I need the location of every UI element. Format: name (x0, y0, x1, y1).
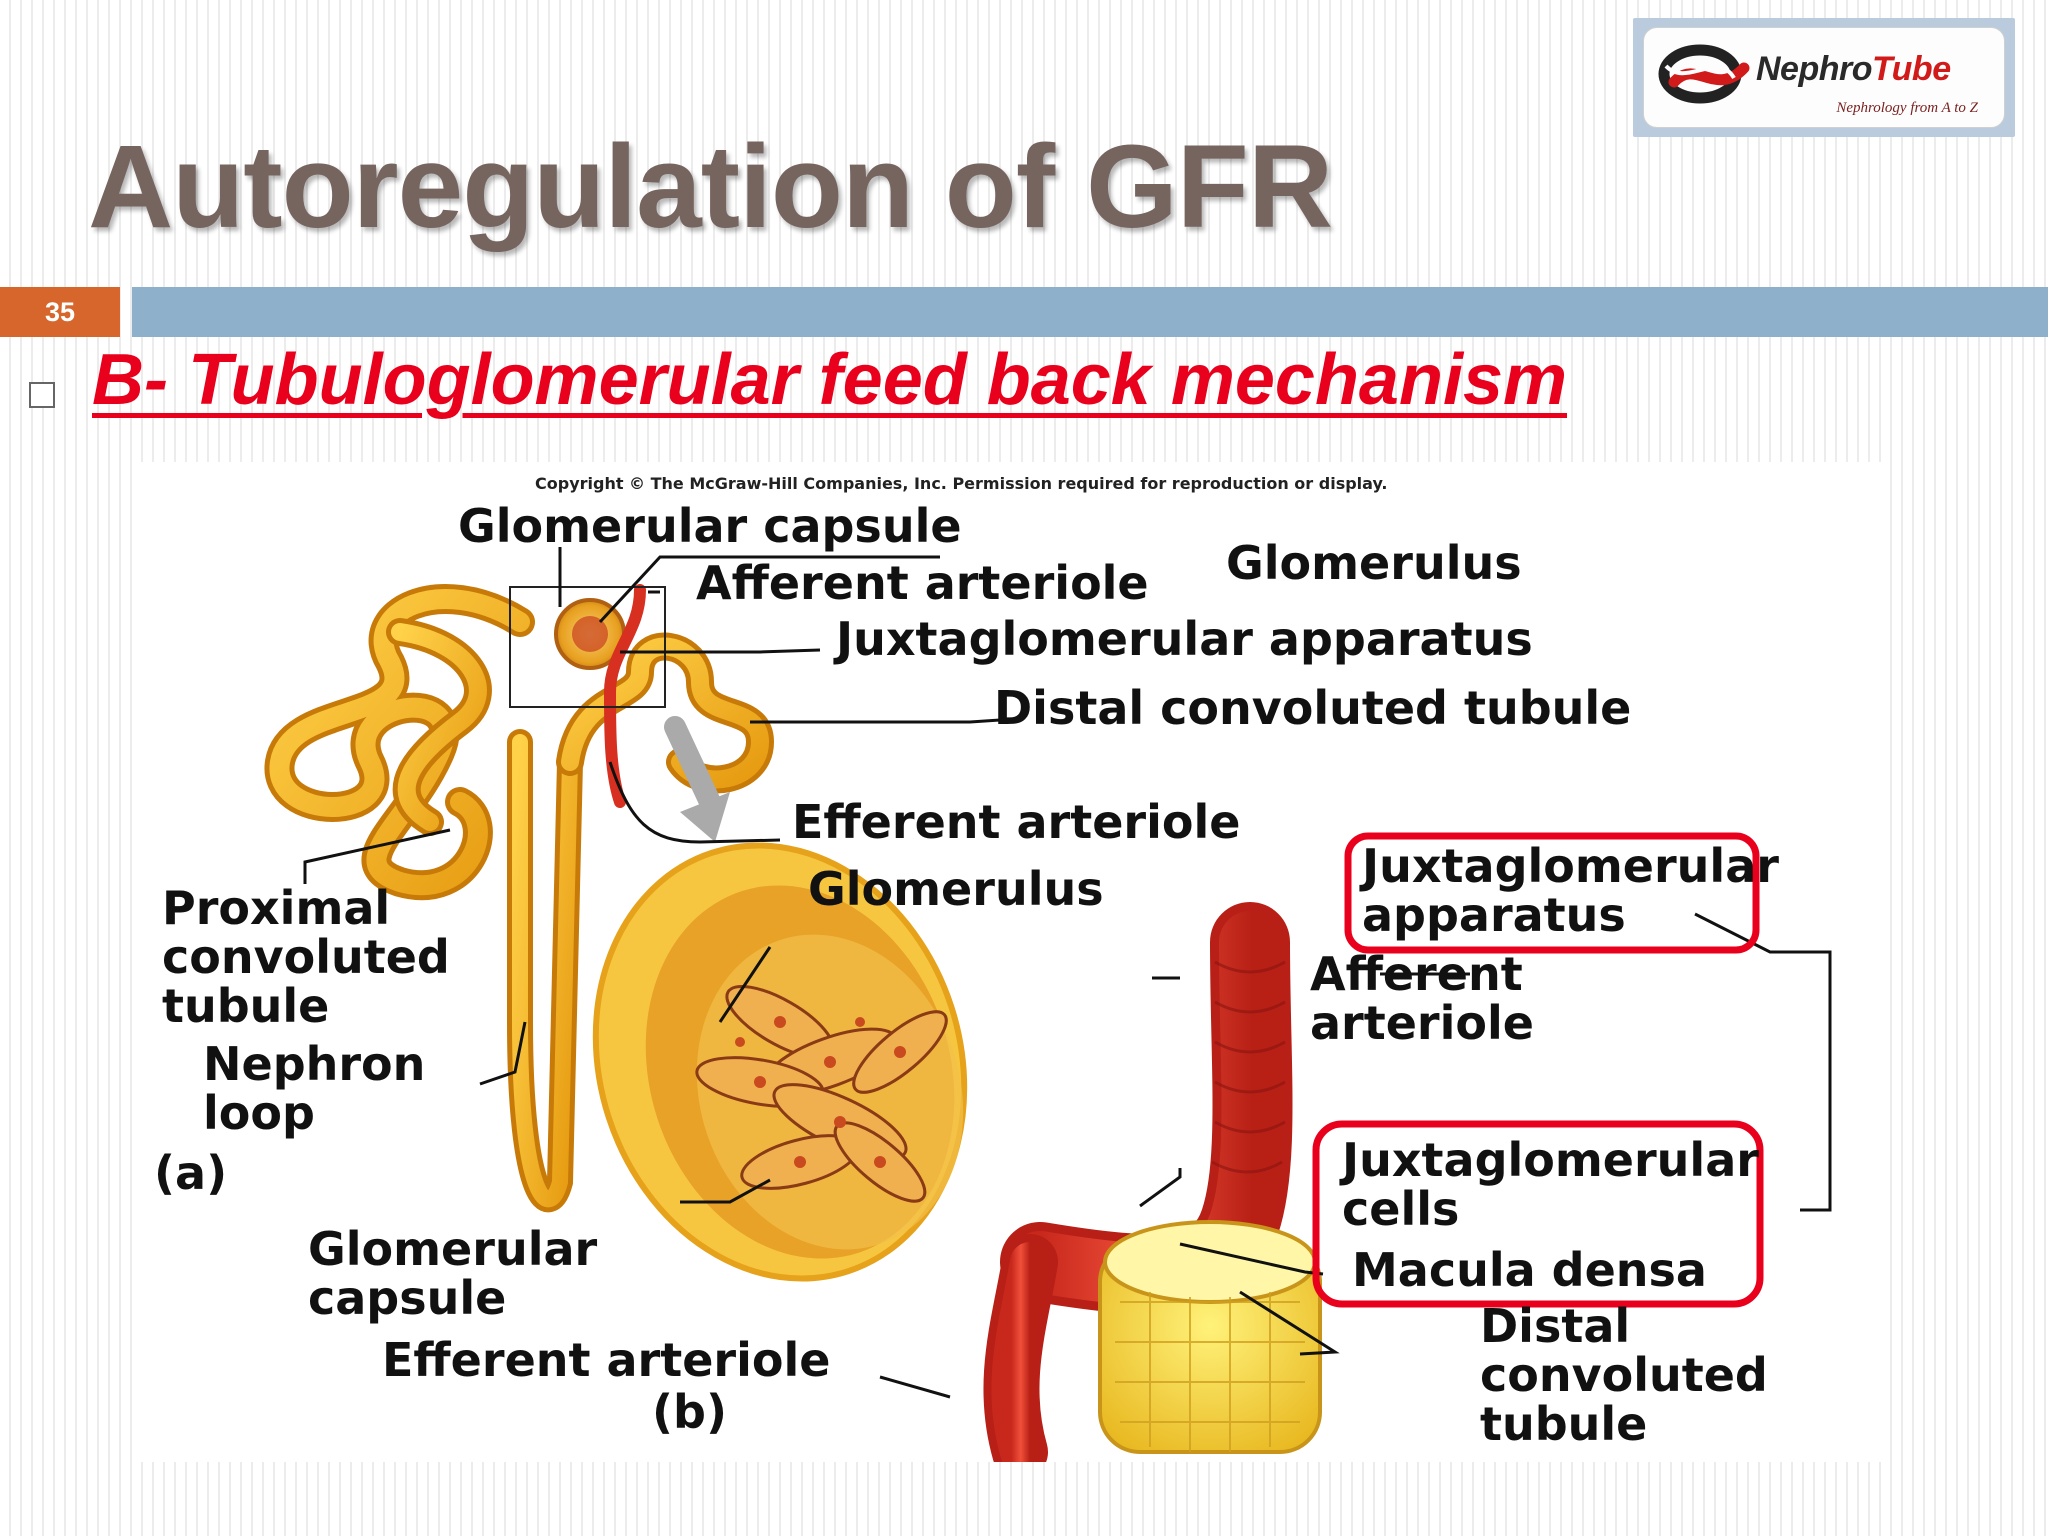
logo-title-part2: Tube (1872, 50, 1951, 88)
label-distal-line2: convoluted (1480, 1348, 1768, 1402)
label-glomerulus-b: Glomerulus (808, 862, 1104, 916)
label-jg-cells-line1: Juxtaglomerular (1339, 1133, 1759, 1187)
label-proximal-line3: tubule (162, 979, 329, 1033)
logo-panel: NephroTube Nephrology from A to Z (1643, 27, 2005, 128)
label-panel-a: (a) (154, 1146, 227, 1200)
copyright-notice: Copyright © The McGraw-Hill Companies, I… (535, 474, 1388, 493)
jga-highlight-box (1344, 832, 1760, 954)
label-afferent-arteriole-a: Afferent arteriole (696, 556, 1149, 610)
label-macula-densa: Macula densa (1352, 1243, 1707, 1297)
glomerulus-detail-drawing (592, 842, 1322, 1462)
label-proximal-line1: Proximal (162, 881, 390, 935)
label-jga-line1: Juxtaglomerular (1359, 839, 1779, 893)
slide-subtitle: B- Tubuloglomerular feed back mechanism (92, 340, 1568, 420)
label-distal-line3: tubule (1480, 1397, 1647, 1451)
label-jga-line2: apparatus (1362, 888, 1626, 942)
leader-lines (303, 547, 1832, 1399)
label-capsule-line2: capsule (308, 1271, 506, 1325)
nephron-tubule-drawing (264, 584, 775, 1213)
logo-title: NephroTube (1756, 50, 1951, 89)
square-bullet-icon (29, 382, 55, 408)
label-distal-convoluted-tubule-a: Distal convoluted tubule (994, 681, 1631, 735)
label-panel-b: (b) (652, 1385, 727, 1439)
label-capsule-line1: Glomerular (308, 1222, 597, 1276)
label-distal-line1: Distal (1480, 1299, 1630, 1353)
label-glomerulus-a: Glomerulus (1226, 536, 1522, 590)
label-proximal-line2: convoluted (162, 930, 450, 984)
cells-highlight-box (1312, 1120, 1764, 1308)
slide-number: 35 (0, 287, 120, 337)
label-juxtaglomerular-apparatus-a: Juxtaglomerular apparatus (833, 612, 1533, 666)
label-jg-cells-line2: cells (1342, 1182, 1459, 1236)
nephrotube-logo: NephroTube Nephrology from A to Z (1633, 18, 2015, 137)
title-divider-bar (132, 287, 2048, 337)
label-afferent-line2: arteriole (1310, 996, 1534, 1050)
label-nephron-loop-line1: Nephron (203, 1037, 425, 1091)
label-glomerular-capsule-a: Glomerular capsule (458, 499, 962, 553)
label-efferent-arteriole-a: Efferent arteriole (792, 795, 1240, 849)
label-nephron-loop-line2: loop (203, 1086, 315, 1140)
label-efferent-b: Efferent arteriole (382, 1333, 830, 1387)
logo-title-part1: Nephro (1756, 50, 1873, 88)
label-afferent-line1: Afferent (1310, 947, 1523, 1001)
nephron-diagram: Copyright © The McGraw-Hill Companies, I… (154, 474, 1832, 1462)
logo-tagline: Nephrology from A to Z (1836, 100, 1978, 116)
nephron-figure: Copyright © The McGraw-Hill Companies, I… (140, 462, 1885, 1462)
nephrotube-swirl-icon (1658, 44, 1750, 104)
slide-title: Autoregulation of GFR (88, 121, 1333, 253)
